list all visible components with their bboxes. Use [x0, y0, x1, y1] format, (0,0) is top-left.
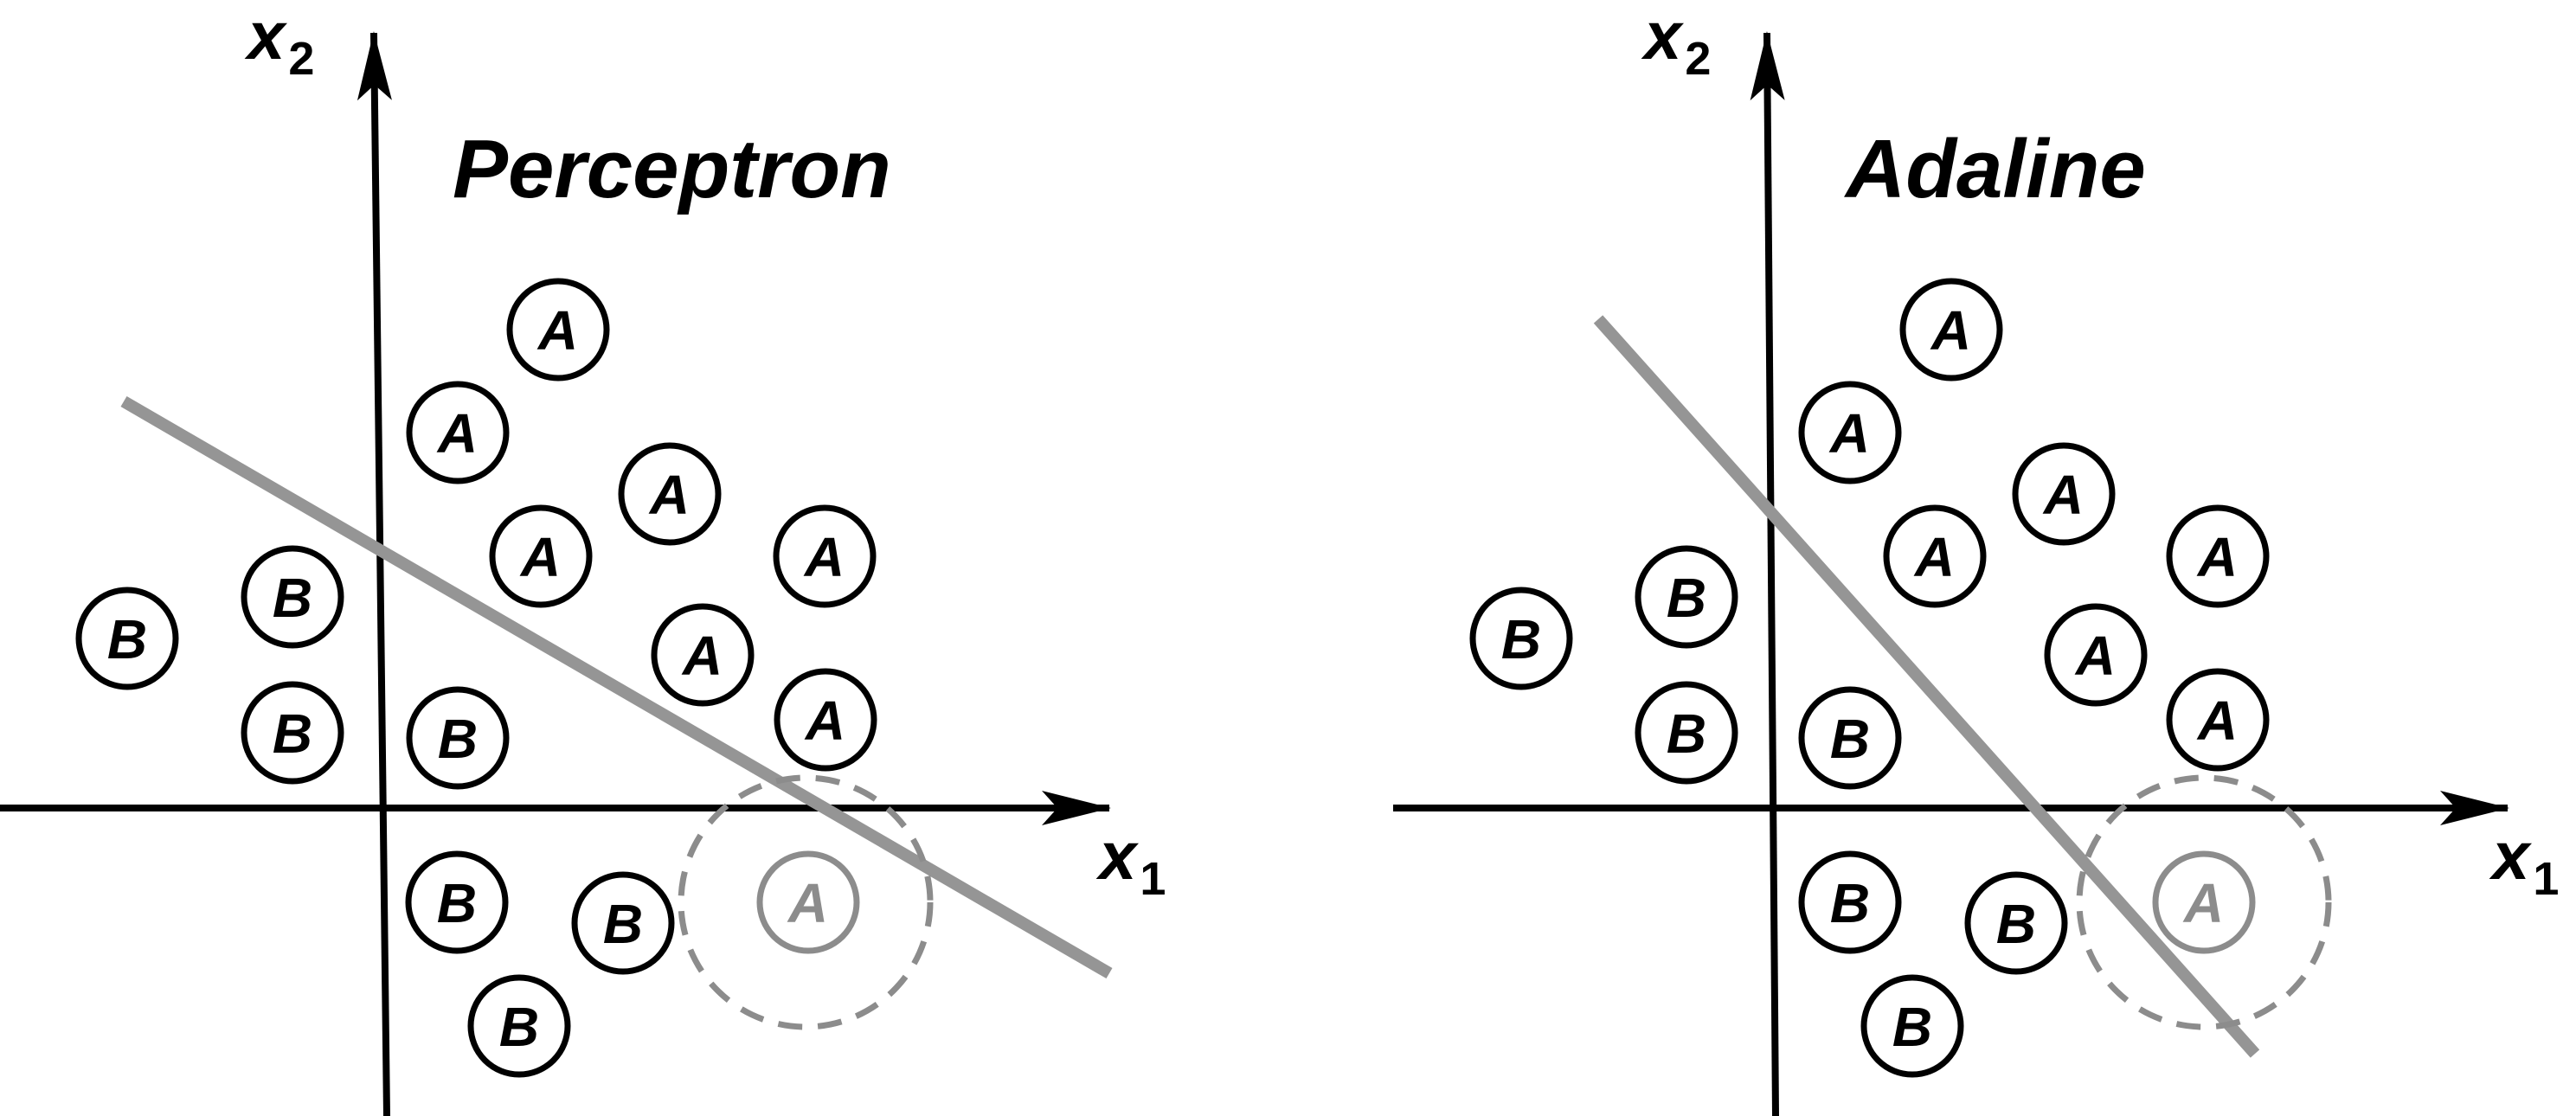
point-B: B [1635, 545, 1738, 649]
point-B: B [1469, 587, 1573, 690]
highlight-dashed-circle [678, 774, 934, 1030]
svg-text:B: B [107, 608, 147, 670]
svg-text:A: A [2182, 872, 2224, 934]
highlighted-point: A [756, 850, 860, 954]
x1-axis-label: x1 [2489, 818, 2559, 905]
svg-text:A: A [648, 464, 690, 526]
svg-text:A: A [804, 689, 845, 752]
perceptron-title: Perceptron [453, 123, 891, 215]
svg-text:B: B [1996, 893, 2036, 955]
x2-axis-label: x2 [244, 0, 314, 85]
svg-text:B: B [1667, 702, 1706, 765]
point-A: A [406, 381, 510, 484]
point-A: A [1883, 504, 1987, 608]
point-A: A [2044, 603, 2148, 707]
highlighted-point: A [2152, 850, 2256, 954]
svg-text:A: A [2196, 689, 2238, 752]
point-B: B [1798, 686, 1902, 790]
point-A: A [2012, 442, 2116, 546]
point-A: A [506, 278, 610, 382]
point-A: A [774, 668, 877, 772]
point-A: A [651, 603, 755, 707]
point-A: A [618, 442, 722, 546]
svg-text:A: A [1828, 402, 1870, 465]
svg-text:B: B [273, 702, 312, 765]
svg-text:B: B [437, 872, 477, 934]
svg-text:B: B [273, 567, 312, 629]
svg-text:B: B [438, 708, 478, 770]
svg-text:A: A [2074, 625, 2116, 687]
point-B: B [1798, 850, 1902, 954]
perceptron-panel: x2 x1 Perceptron A A A A A A A A B B B B… [0, 0, 1166, 1116]
adaline-title: Adaline [1844, 123, 2146, 215]
adaline-panel: x2 x1 Adaline A A A A A A A A B B B B B … [1393, 0, 2559, 1116]
svg-text:B: B [1501, 608, 1541, 670]
svg-text:A: A [2042, 464, 2084, 526]
x2-axis [1750, 31, 1785, 1116]
point-A: A [1899, 278, 2003, 382]
x2-axis [357, 31, 392, 1116]
adaline-decision-boundary [1593, 315, 2260, 1058]
svg-text:B: B [1667, 567, 1706, 629]
point-A: A [1798, 381, 1902, 484]
svg-text:B: B [1830, 872, 1870, 934]
point-B: B [1635, 681, 1738, 785]
svg-text:A: A [536, 299, 578, 362]
svg-text:A: A [1913, 526, 1955, 588]
point-B: B [405, 850, 509, 954]
svg-text:A: A [1930, 299, 1971, 362]
perceptron-decision-boundary [120, 395, 1113, 979]
svg-text:B: B [499, 996, 539, 1058]
svg-text:A: A [787, 872, 828, 934]
point-B: B [75, 587, 179, 690]
point-B: B [1964, 871, 2068, 975]
point-B: B [406, 686, 510, 790]
svg-text:A: A [681, 625, 723, 687]
point-B: B [1860, 974, 1964, 1078]
point-B: B [571, 871, 675, 975]
highlight-dashed-circle [2076, 774, 2332, 1030]
point-B: B [241, 681, 344, 785]
svg-text:B: B [1892, 996, 1932, 1058]
point-B: B [241, 545, 344, 649]
point-B: B [467, 974, 571, 1078]
point-A: A [2166, 668, 2270, 772]
svg-text:A: A [519, 526, 561, 588]
point-A: A [489, 504, 593, 608]
svg-text:A: A [2196, 526, 2238, 588]
svg-text:A: A [436, 402, 478, 465]
svg-text:B: B [603, 893, 643, 955]
svg-text:B: B [1830, 708, 1870, 770]
point-A: A [2166, 504, 2270, 608]
x2-axis-label: x2 [1641, 0, 1711, 85]
x1-axis-label: x1 [1095, 818, 1166, 905]
svg-text:A: A [803, 526, 845, 588]
point-A: A [773, 504, 877, 608]
